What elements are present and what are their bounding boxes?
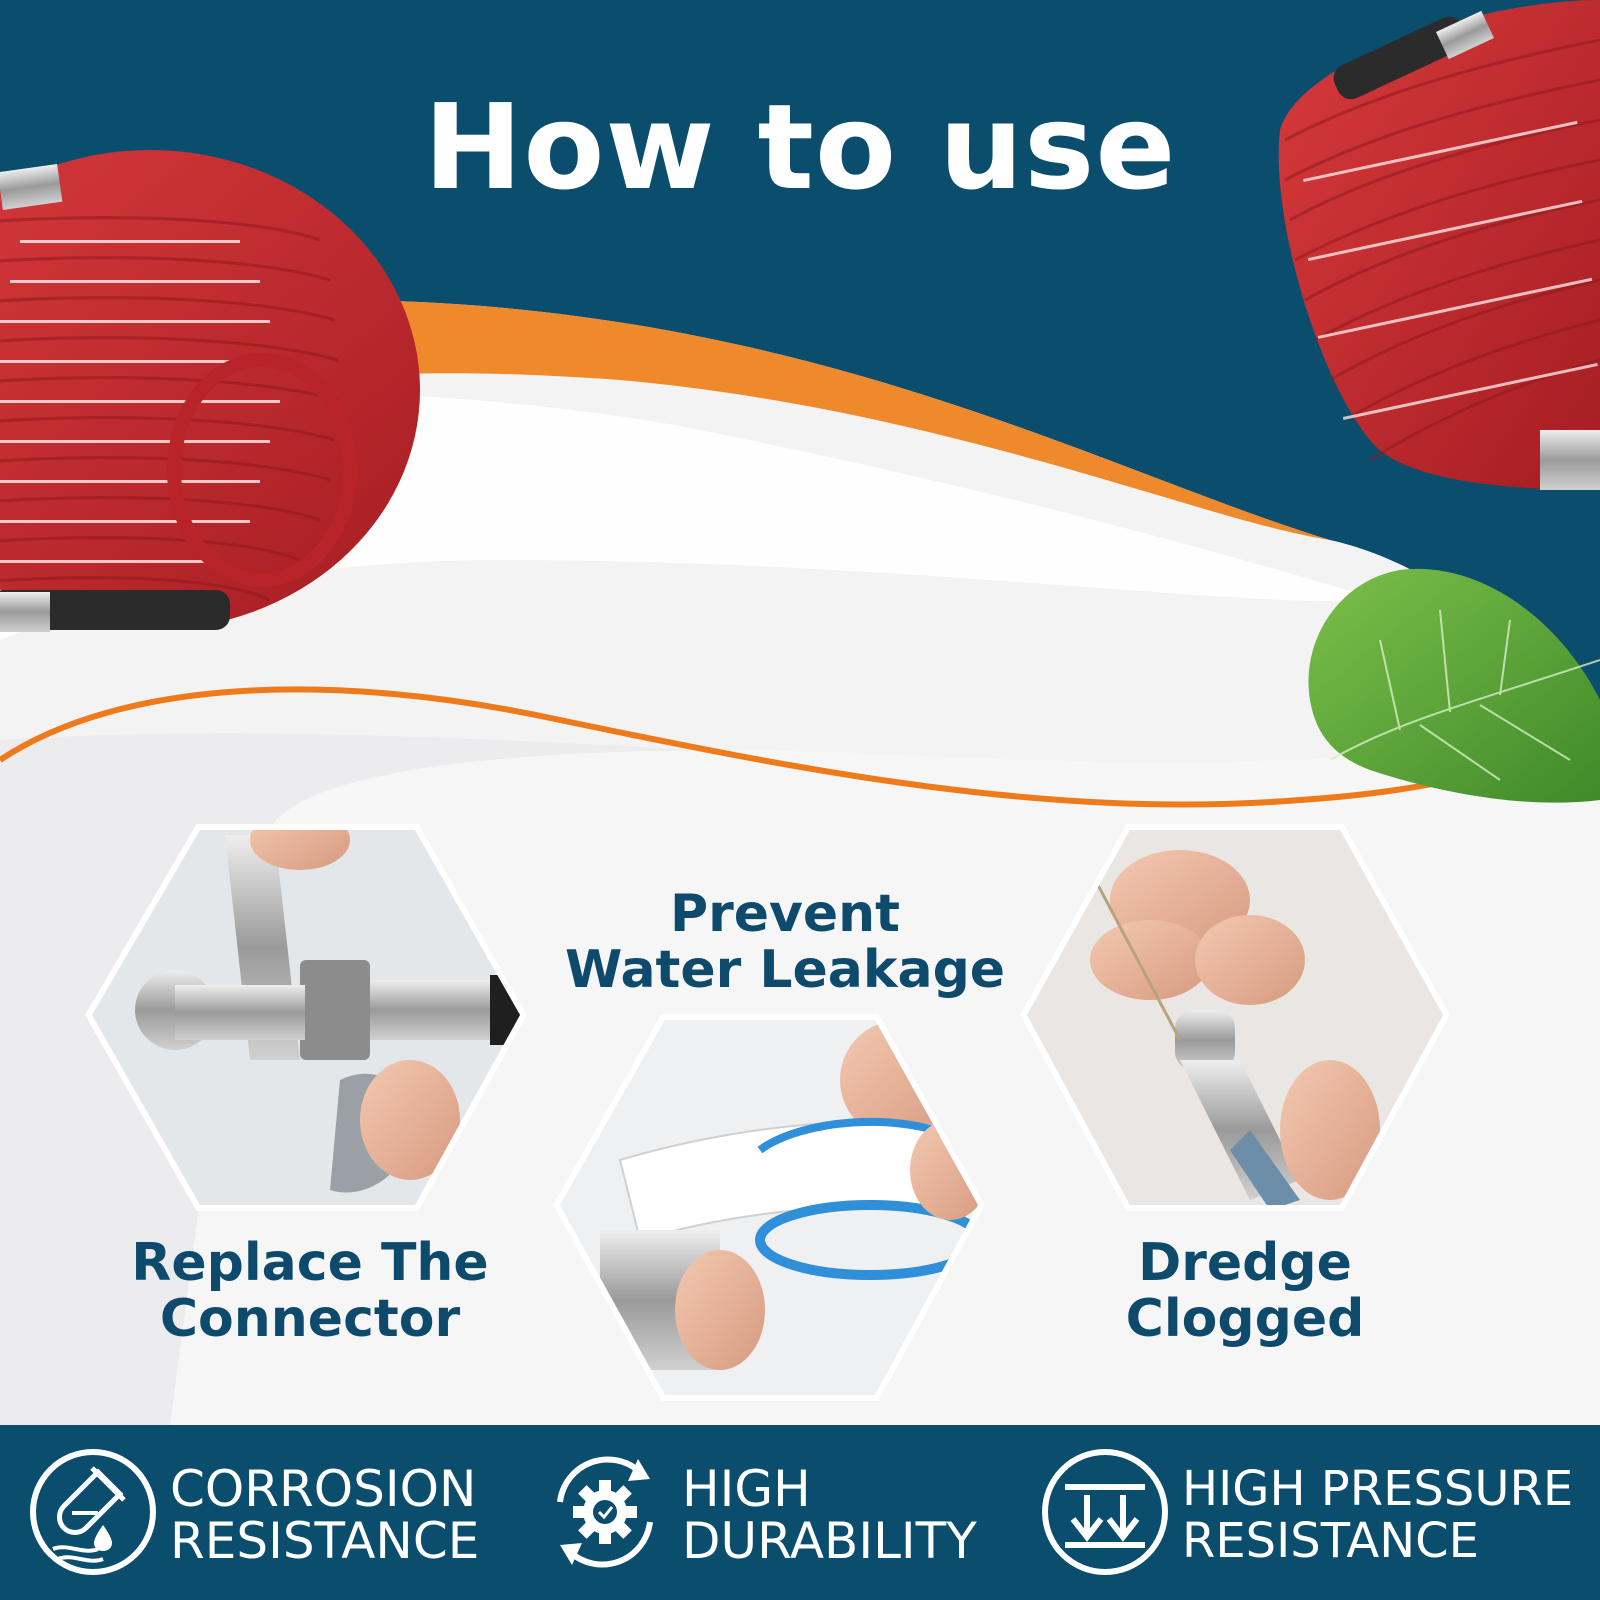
hexagon-dredge-clogged	[1020, 824, 1450, 1211]
step-label-replace-connector: Replace The Connector	[100, 1235, 520, 1347]
step-label-line: Connector	[159, 1289, 461, 1349]
hose-coil-right	[1278, 0, 1600, 490]
step-label-dredge-clogged: Dredge Clogged	[1040, 1235, 1450, 1347]
step-label-line: Water Leakage	[564, 940, 1006, 1000]
feature-text-line: HIGH PRESSURE	[1182, 1461, 1574, 1517]
feature-text: HIGH DURABILITY	[682, 1463, 977, 1567]
page-title: How to use	[423, 78, 1177, 216]
step-label-line: Dredge	[1138, 1233, 1352, 1293]
feature-text-line: CORROSION	[170, 1460, 477, 1518]
feature-text: CORROSION RESISTANCE	[170, 1463, 479, 1567]
step-label-line: Prevent	[669, 884, 901, 944]
hose-coil-left	[0, 150, 420, 632]
feature-corrosion-resistance: CORROSION RESISTANCE	[28, 1425, 498, 1600]
test-tube-drop-icon	[30, 1449, 156, 1575]
feature-text-line: DURABILITY	[682, 1512, 977, 1570]
feature-text-line: HIGH	[682, 1460, 811, 1518]
step-label-prevent-leakage: Prevent Water Leakage	[560, 886, 1010, 998]
hexagon-replace-connector	[85, 824, 527, 1211]
step-label-line: Clogged	[1125, 1289, 1365, 1349]
hexagon-prevent-leakage	[553, 1014, 985, 1401]
feature-high-pressure-resistance: HIGH PRESSURE RESISTANCE	[1040, 1425, 1600, 1600]
gear-check-cycle-icon	[557, 1456, 653, 1568]
features-footer: CORROSION RESISTANCE	[0, 1425, 1600, 1600]
step-label-line: Replace The	[131, 1233, 489, 1293]
feature-text-line: RESISTANCE	[170, 1512, 480, 1570]
down-arrows-icon	[1042, 1449, 1168, 1575]
feature-text-line: RESISTANCE	[1182, 1513, 1479, 1569]
feature-text: HIGH PRESSURE RESISTANCE	[1182, 1463, 1573, 1567]
feature-high-durability: HIGH DURABILITY	[540, 1425, 980, 1600]
leaf-decoration	[1308, 568, 1600, 803]
